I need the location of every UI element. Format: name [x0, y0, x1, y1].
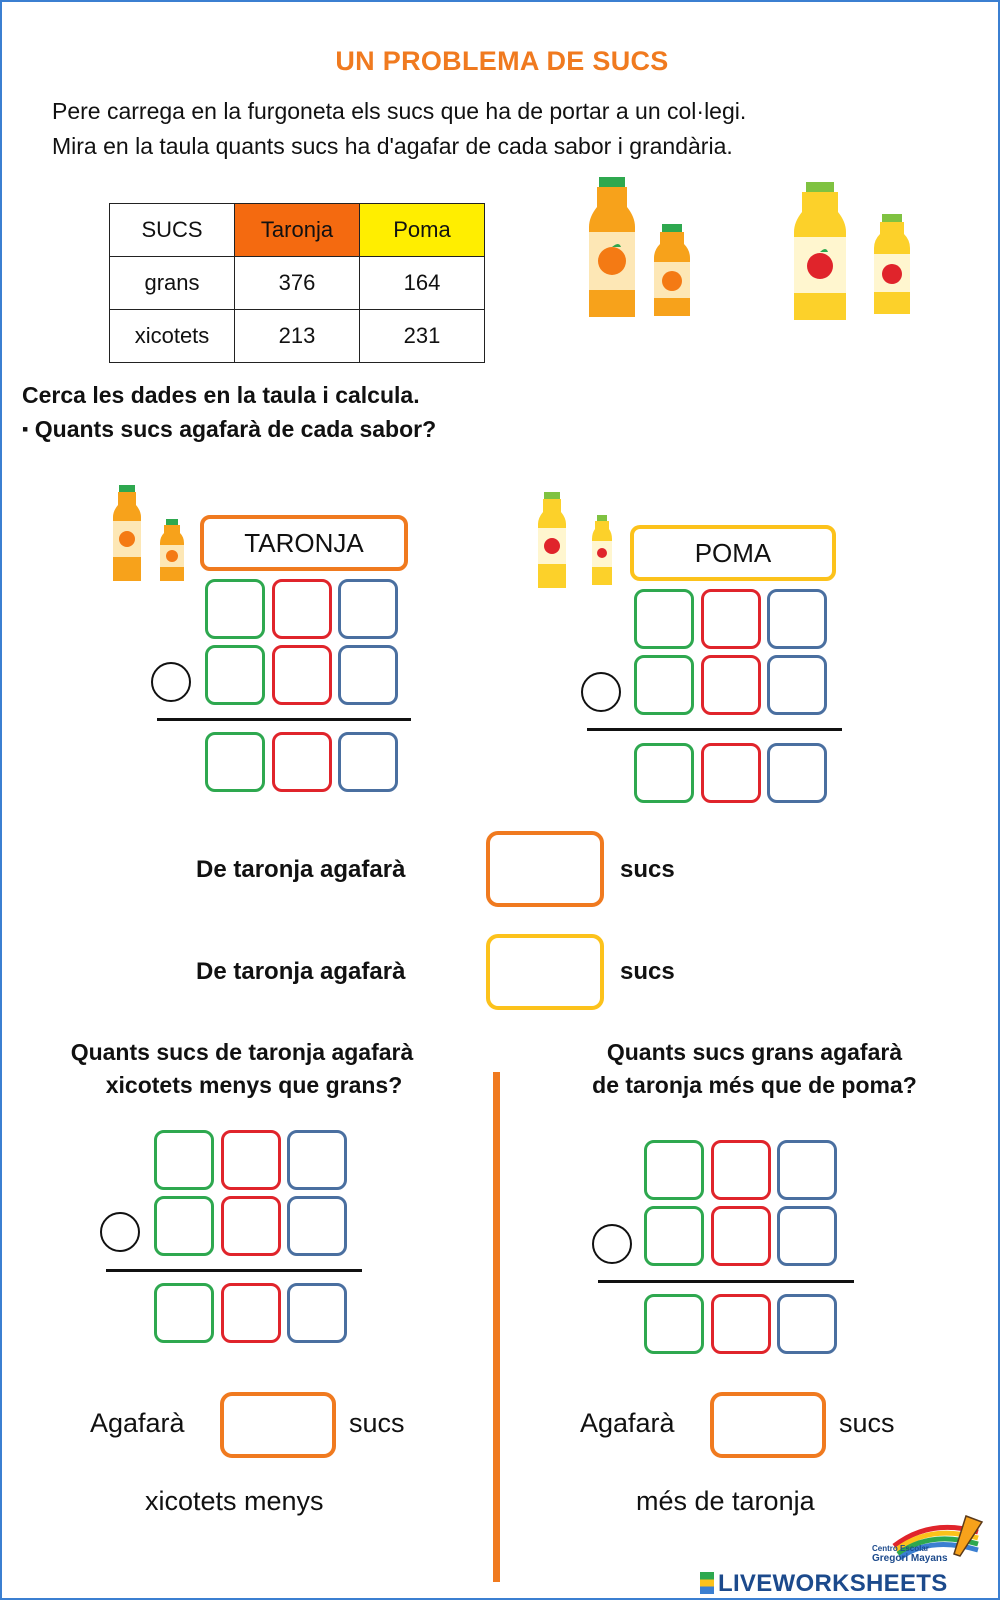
answer-line-2-unit: sucs [620, 958, 675, 985]
operator-circle[interactable] [100, 1212, 140, 1252]
bullet-icon: ▪ [22, 419, 29, 439]
answer-digit-box[interactable] [767, 655, 827, 715]
apple-bottle-small-icon [592, 515, 612, 585]
apple-bottle-icon [538, 492, 566, 588]
right-answer-prefix: Agafarà [580, 1408, 675, 1438]
orange-juice-bottle-large-icon [589, 177, 635, 317]
table-cell: 231 [359, 309, 485, 363]
table-cell: 164 [359, 256, 485, 310]
intro-line-1: Pere carrega en la furgoneta els sucs qu… [52, 98, 747, 124]
answer-digit-box[interactable] [644, 1294, 704, 1354]
answer-digit-box[interactable] [272, 645, 332, 705]
answer-digit-box[interactable] [154, 1130, 214, 1190]
left-answer-prefix: Agafarà [90, 1408, 185, 1438]
answer-digit-box[interactable] [711, 1140, 771, 1200]
table-header-taronja: Taronja [234, 203, 360, 257]
school-name-line-2: Gregori Mayans [872, 1553, 948, 1564]
table-header-sucs: SUCS [109, 203, 235, 257]
answer-line-1-unit: sucs [620, 856, 675, 883]
answer-digit-box[interactable] [701, 655, 761, 715]
table-row-label: xicotets [109, 309, 235, 363]
question-right: Quants sucs grans agafarà de taronja més… [522, 1036, 987, 1102]
orange-juice-bottle-small-icon [654, 224, 690, 316]
question-left: Quants sucs de taronja agafarà xicotets … [12, 1036, 472, 1102]
liveworksheets-brand: LIVEWORKSHEETS [718, 1570, 948, 1597]
operator-circle[interactable] [581, 672, 621, 712]
answer-line-1-label: De taronja agafarà [196, 856, 406, 883]
orange-bottle-icon [113, 485, 141, 581]
answer-digit-box[interactable] [205, 645, 265, 705]
apple-juice-bottle-large-icon [794, 182, 846, 320]
sum-line [587, 728, 842, 731]
school-name-line-1: Centro Escolar [872, 1544, 929, 1553]
operator-circle[interactable] [151, 662, 191, 702]
right-answer-input[interactable] [710, 1392, 826, 1458]
answer-digit-box[interactable] [287, 1283, 347, 1343]
answer-digit-box[interactable] [701, 589, 761, 649]
answer-digit-box[interactable] [338, 732, 398, 792]
answer-digit-box[interactable] [221, 1196, 281, 1256]
answer-digit-box[interactable] [644, 1206, 704, 1266]
answer-digit-box[interactable] [767, 589, 827, 649]
answer-digit-box[interactable] [221, 1283, 281, 1343]
table-cell: 376 [234, 256, 360, 310]
answer-digit-box[interactable] [338, 645, 398, 705]
instruction-line-1: Cerca les dades en la taula i calcula. [22, 382, 420, 408]
table-cell: 213 [234, 309, 360, 363]
juice-table: SUCS Taronja Poma grans 376 164 xicotets… [109, 203, 485, 363]
sum-line [157, 718, 411, 721]
taronja-label-box: TARONJA [200, 515, 408, 571]
answer-digit-box[interactable] [634, 743, 694, 803]
answer-digit-box[interactable] [644, 1140, 704, 1200]
answer-digit-box[interactable] [272, 732, 332, 792]
instruction-line-2: ▪ Quants sucs agafarà de cada sabor? [22, 416, 436, 443]
answer-digit-box[interactable] [701, 743, 761, 803]
answer-digit-box[interactable] [711, 1294, 771, 1354]
answer-digit-box[interactable] [272, 579, 332, 639]
answer-digit-box[interactable] [338, 579, 398, 639]
answer-digit-box[interactable] [154, 1283, 214, 1343]
school-logo-icon [892, 1515, 984, 1561]
answer-digit-box[interactable] [154, 1196, 214, 1256]
lw-logo-icon [700, 1572, 714, 1594]
poma-label-box: POMA [630, 525, 836, 581]
answer-digit-box[interactable] [777, 1206, 837, 1266]
question-left-line-2: xicotets menys que grans? [105, 1072, 403, 1098]
answer-digit-box[interactable] [767, 743, 827, 803]
left-answer-suffix: xicotets menys [145, 1486, 324, 1516]
left-answer-input[interactable] [220, 1392, 336, 1458]
answer-line-2-label: De taronja agafarà [196, 958, 406, 985]
instruction-question: Quants sucs agafarà de cada sabor? [34, 416, 437, 442]
answer-taronja-input[interactable] [486, 831, 604, 907]
sum-line [598, 1280, 854, 1283]
right-answer-unit: sucs [839, 1408, 895, 1438]
answer-digit-box[interactable] [777, 1140, 837, 1200]
answer-digit-box[interactable] [777, 1294, 837, 1354]
answer-poma-input[interactable] [486, 934, 604, 1010]
liveworksheets-logo: LIVEWORKSHEETS [700, 1570, 948, 1598]
section-divider [493, 1072, 500, 1582]
answer-digit-box[interactable] [634, 655, 694, 715]
answer-digit-box[interactable] [205, 579, 265, 639]
orange-bottle-small-icon [160, 519, 184, 581]
answer-digit-box[interactable] [287, 1130, 347, 1190]
page-title: UN PROBLEMA DE SUCS [335, 46, 669, 76]
intro-line-2: Mira en la taula quants sucs ha d'agafar… [52, 133, 733, 159]
sum-line [106, 1269, 362, 1272]
answer-digit-box[interactable] [711, 1206, 771, 1266]
question-right-line-1: Quants sucs grans agafarà [606, 1039, 903, 1065]
question-left-line-1: Quants sucs de taronja agafarà [70, 1039, 414, 1065]
answer-digit-box[interactable] [205, 732, 265, 792]
left-answer-unit: sucs [349, 1408, 405, 1438]
apple-juice-bottle-small-icon [874, 214, 910, 314]
right-answer-suffix: més de taronja [636, 1486, 815, 1516]
question-right-line-2: de taronja més que de poma? [592, 1072, 917, 1098]
table-header-poma: Poma [359, 203, 485, 257]
answer-digit-box[interactable] [287, 1196, 347, 1256]
table-row-label: grans [109, 256, 235, 310]
answer-digit-box[interactable] [221, 1130, 281, 1190]
answer-digit-box[interactable] [634, 589, 694, 649]
operator-circle[interactable] [592, 1224, 632, 1264]
